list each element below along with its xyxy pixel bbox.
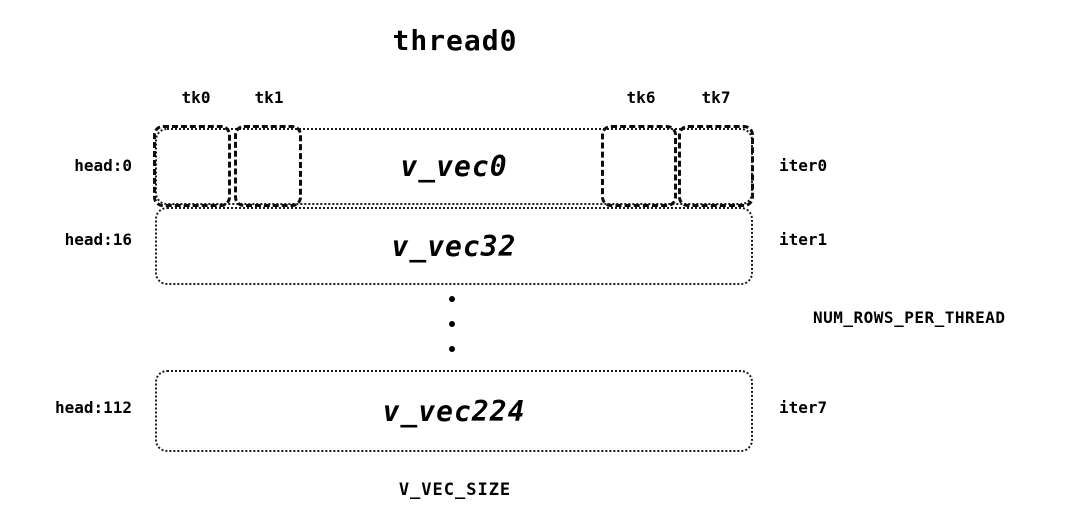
vector-row-iter0: v_vec0 [155, 128, 753, 205]
head-offset-label-iter0: head:0 [74, 156, 132, 175]
iter7-label: iter7 [779, 398, 828, 417]
tk7-label: tk7 [701, 88, 731, 107]
ellipsis-dot [449, 346, 455, 352]
num-rows-per-thread-label: NUM_ROWS_PER_THREAD [813, 308, 1006, 327]
iter0-label: iter0 [779, 156, 828, 175]
tk0-box [153, 125, 231, 207]
vertical-ellipsis [448, 296, 456, 352]
v-vec224-label: v_vec224 [382, 394, 526, 428]
tk0-label: tk0 [181, 88, 211, 107]
v-vec0-label: v_vec0 [400, 150, 508, 183]
tk6-box [601, 125, 677, 207]
v-vec32-label: v_vec32 [391, 229, 517, 263]
ellipsis-dot [449, 321, 455, 327]
vector-row-iter7: v_vec224 [155, 370, 753, 452]
tk1-box [234, 125, 302, 207]
iter1-label: iter1 [779, 230, 828, 249]
tk6-label: tk6 [626, 88, 656, 107]
head-offset-label-iter7: head:112 [54, 398, 132, 417]
vector-row-iter1: v_vec32 [155, 207, 753, 285]
ellipsis-dot [449, 296, 455, 302]
v-vec-size-label: V_VEC_SIZE [398, 480, 512, 500]
head-offset-label-iter1: head:16 [64, 230, 132, 249]
tk1-label: tk1 [254, 88, 284, 107]
tk7-box [678, 125, 754, 207]
diagram-title: thread0 [392, 24, 518, 57]
